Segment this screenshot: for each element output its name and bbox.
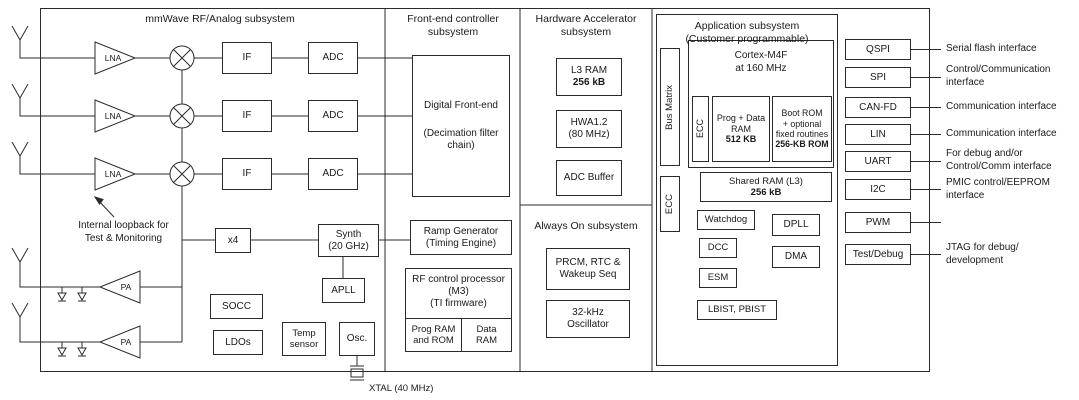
interface-desc: Control/Communication interface [946, 64, 1051, 88]
hwa-box: HWA1.2 (80 MHz) [556, 110, 622, 148]
pwm-box: PWM [845, 212, 911, 233]
lbist-pbist-box: LBIST, PBIST [697, 300, 777, 320]
spi-box: SPI [845, 67, 911, 88]
dfe-detail: (Decimation filter chain) [423, 128, 499, 151]
ldos-box: LDOs [213, 330, 263, 355]
adc-box: ADC [308, 42, 358, 74]
cortex-m4f-label: Cortex-M4F at 160 MHz [734, 50, 788, 74]
dpll-box: DPLL [772, 214, 820, 236]
watchdog-box: Watchdog [697, 210, 755, 230]
adc-box: ADC [308, 100, 358, 132]
digital-front-end-box: Digital Front-end (Decimation filter cha… [412, 55, 510, 197]
can-fd-box: CAN-FD [845, 97, 911, 118]
qspi-box: QSPI [845, 39, 911, 60]
if-box: IF [222, 158, 272, 190]
ramp-generator-box: Ramp Generator (Timing Engine) [410, 220, 512, 255]
x4-multiplier-box: x4 [215, 228, 251, 253]
shared-ram-box: Shared RAM (L3)256 kB [700, 172, 832, 202]
adc-box: ADC [308, 158, 358, 190]
pa-label: PA [120, 282, 132, 292]
dcc-box: DCC [699, 238, 737, 258]
lna-label: LNA [104, 169, 122, 179]
temp-sensor-box: Temp sensor [282, 322, 326, 356]
xtal-label: XTAL (40 MHz) [369, 383, 434, 394]
if-box: IF [222, 42, 272, 74]
if-box: IF [222, 100, 272, 132]
fec-subsystem-title: Front-end controller subsystem [407, 13, 499, 39]
bus-matrix-box: Bus Matrix [660, 48, 680, 166]
osc-32khz-box: 32-kHz Oscillator [546, 300, 630, 338]
interface-desc: PMIC control/EEPROM interface [946, 177, 1050, 201]
uart-box: UART [845, 151, 911, 172]
test-debug-box: Test/Debug [845, 244, 911, 265]
interface-desc: Serial flash interface [946, 43, 1037, 54]
pa-label: PA [120, 337, 132, 347]
dfe-name: Digital Front-end [424, 100, 498, 112]
lna-label: LNA [104, 111, 122, 121]
ecc-box: ECC [660, 176, 680, 232]
data-ram-box: Data RAM [461, 318, 512, 352]
prog-ram-rom-box: Prog RAM and ROM [405, 318, 462, 352]
prcm-box: PRCM, RTC & Wakeup Seq [546, 248, 630, 290]
synth-box: Synth (20 GHz) [318, 224, 379, 257]
interface-desc: Communication interface [946, 101, 1057, 112]
hwa-subsystem-title: Hardware Accelerator subsystem [535, 13, 637, 39]
interface-desc: Communication interface [946, 128, 1057, 139]
i2c-box: I2C [845, 179, 911, 200]
lin-box: LIN [845, 124, 911, 145]
lna-label: LNA [104, 53, 122, 63]
osc-box: Osc. [339, 322, 375, 356]
dma-box: DMA [772, 246, 820, 268]
interface-desc: For debug and/or Control/Comm interface [946, 148, 1052, 172]
loopback-note: Internal loopback for Test & Monitoring [78, 220, 169, 244]
cortex-ecc-box: ECC [692, 96, 709, 162]
aon-subsystem-title: Always On subsystem [534, 220, 638, 232]
apll-box: APLL [322, 278, 365, 303]
app-subsystem-title: Application subsystem (Customer programm… [685, 20, 809, 46]
esm-box: ESM [699, 268, 737, 288]
adc-buffer-box: ADC Buffer [556, 160, 622, 196]
socc-box: SOCC [210, 294, 263, 319]
rf-subsystem-title: mmWave RF/Analog subsystem [145, 13, 295, 25]
interface-desc: JTAG for debug/ development [946, 242, 1019, 266]
